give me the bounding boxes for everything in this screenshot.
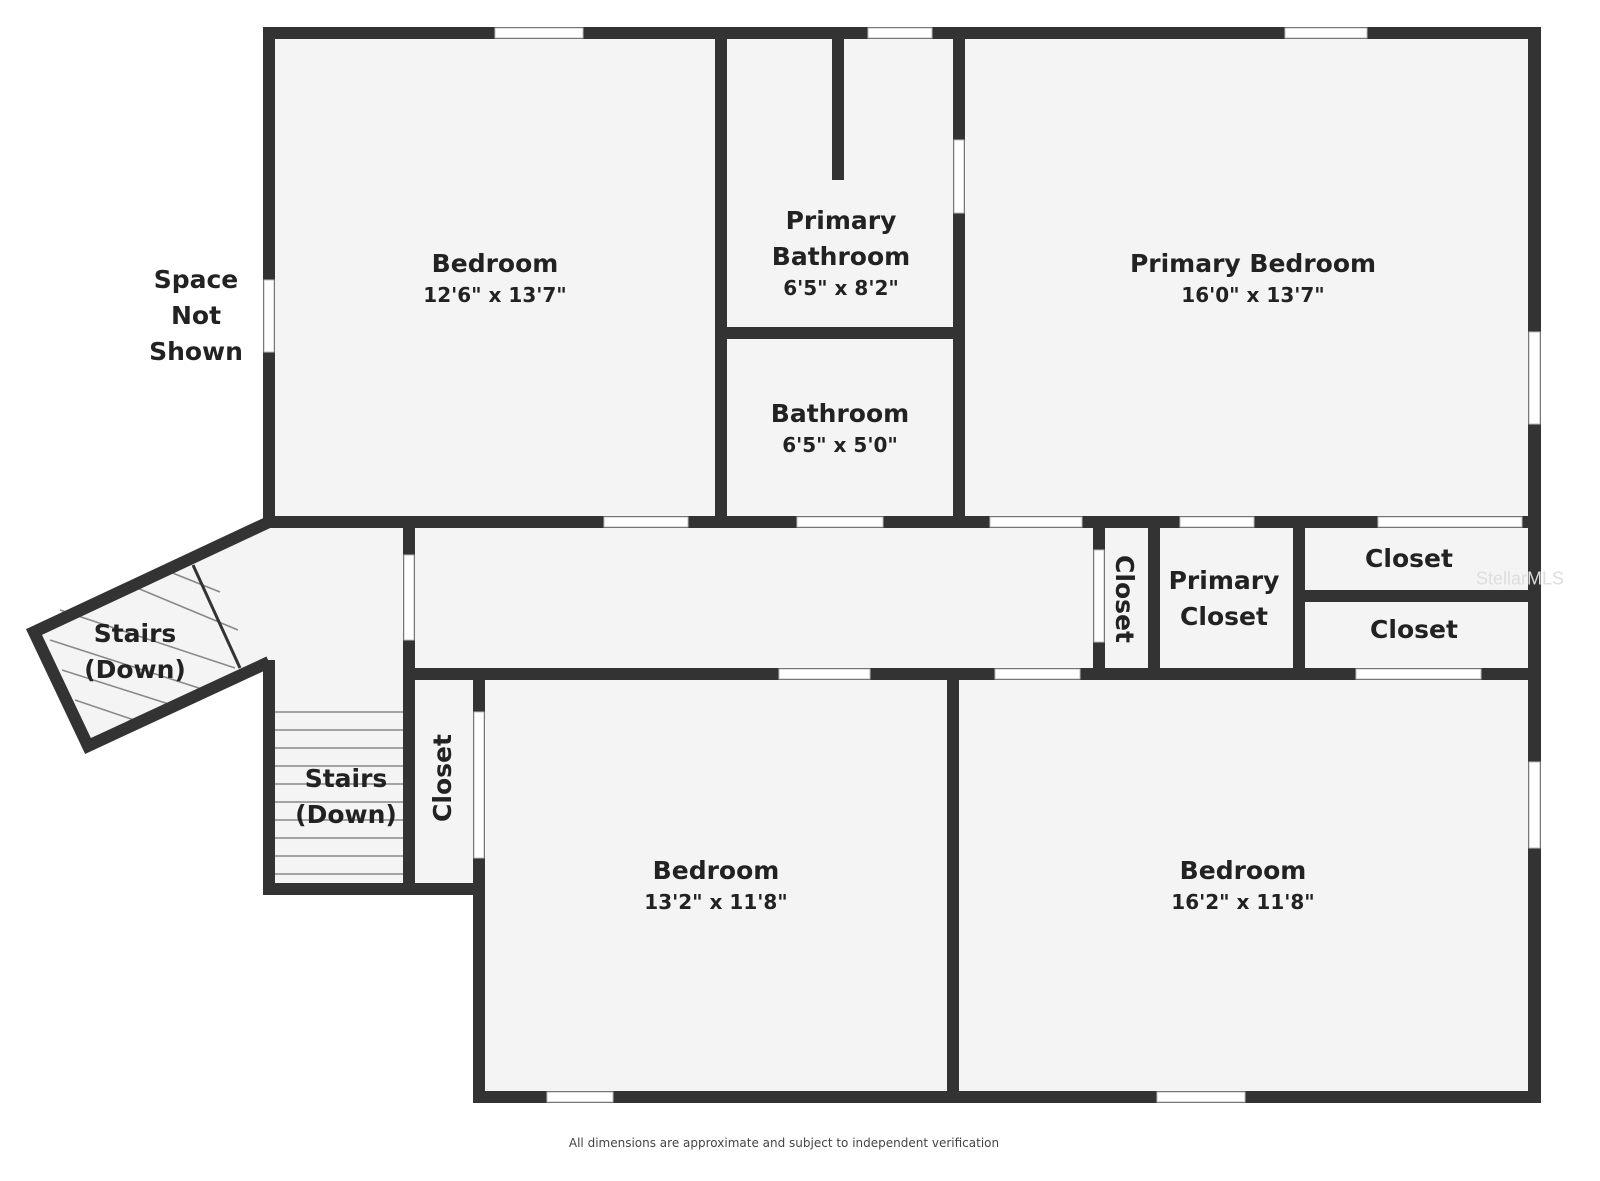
room-name-line1: Primary <box>785 206 897 235</box>
label-line: Not <box>170 301 222 330</box>
openings <box>263 27 1541 1103</box>
closet-ne-1: Closet <box>1365 541 1453 577</box>
stairs: Stairs (Down) <box>295 761 397 833</box>
footer-disclaimer: All dimensions are approximate and subje… <box>568 1136 1000 1150</box>
stairs-angled: Stairs (Down) <box>84 616 186 688</box>
label-line: (Down) <box>84 655 186 684</box>
label-line: Stairs <box>93 619 177 648</box>
watermark: StellarMLS <box>1475 568 1565 589</box>
room-name: Bathroom <box>770 399 910 428</box>
room-dimensions: 6'5" x 5'0" <box>782 433 898 457</box>
room-name: Bedroom <box>652 856 780 885</box>
label-line: Closet <box>1180 602 1268 631</box>
room-name: Closet <box>1110 555 1139 643</box>
room-name: Bedroom <box>1179 856 1307 885</box>
room-bedroom-s1: Bedroom 13'2" x 11'8" <box>644 853 787 915</box>
room-name: Primary Bedroom <box>1129 249 1377 278</box>
label-line: (Down) <box>295 800 397 829</box>
closet-sw: Closet <box>425 734 461 822</box>
room-dimensions: 16'0" x 13'7" <box>1181 283 1325 307</box>
room-primary-closet: Primary Closet <box>1169 563 1280 635</box>
label-line: Primary <box>1168 566 1280 595</box>
room-name: Closet <box>1370 615 1458 644</box>
closet-ne-2: Closet <box>1370 612 1458 648</box>
label-line: Stairs <box>304 764 388 793</box>
room-name: Closet <box>1365 544 1453 573</box>
room-bathroom: Bathroom 6'5" x 5'0" <box>771 396 909 458</box>
label-line: Space <box>153 265 239 294</box>
room-name: Closet <box>428 734 457 822</box>
space-not-shown: Space Not Shown <box>149 262 243 370</box>
closet-hall: Closet <box>1106 555 1142 643</box>
room-bedroom-s2: Bedroom 16'2" x 11'8" <box>1171 853 1314 915</box>
room-bedroom-nw: Bedroom 12'6" x 13'7" <box>423 246 566 308</box>
label-line: Shown <box>149 337 243 366</box>
room-name: Bedroom <box>431 249 559 278</box>
room-dimensions: 12'6" x 13'7" <box>423 283 567 307</box>
room-dimensions: 6'5" x 8'2" <box>783 276 899 300</box>
stair-treads <box>49 564 403 875</box>
room-primary-bedroom: Primary Bedroom 16'0" x 13'7" <box>1130 246 1376 308</box>
room-dimensions: 16'2" x 11'8" <box>1171 890 1315 914</box>
room-dimensions: 13'2" x 11'8" <box>644 890 788 914</box>
room-name-line2: Bathroom <box>771 242 911 271</box>
room-primary-bathroom: Primary Bathroom 6'5" x 8'2" <box>772 203 910 301</box>
